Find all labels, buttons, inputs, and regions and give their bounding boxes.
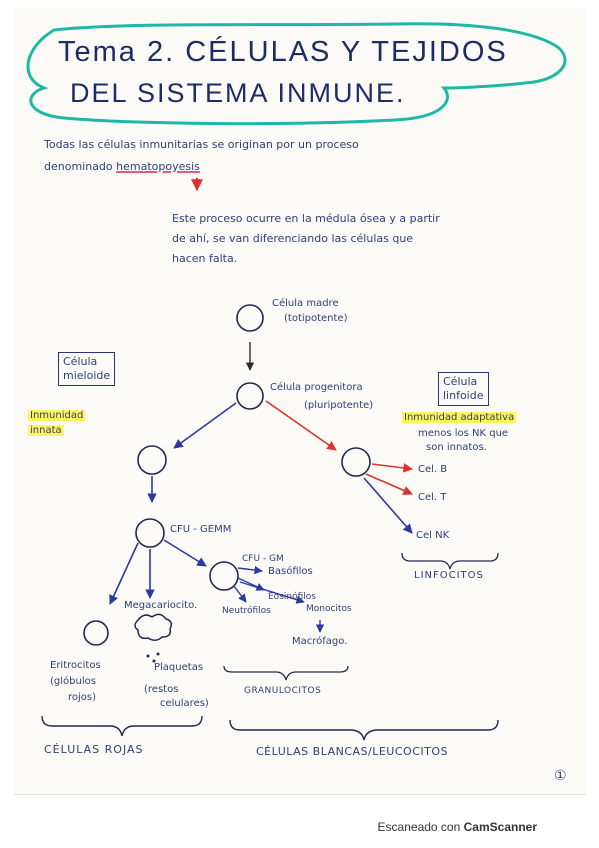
cfu-gemm-circle	[135, 518, 165, 548]
myeloid-cell-circle	[137, 445, 167, 475]
label-celula-madre: Célula madre	[272, 298, 339, 309]
intro-paragraph-2: de ahí, se van diferenciando las células…	[172, 232, 414, 245]
label-totipotente: (totipotente)	[284, 313, 348, 324]
title-cloud-border	[26, 22, 567, 126]
celulas-rojas-brace	[41, 715, 203, 737]
scanner-footer: Escaneado con CamScanner	[378, 820, 537, 834]
intro-paragraph-1: Este proceso ocurre en la médula ósea y …	[172, 212, 440, 225]
intro-line-2: denominado hematopoyesis	[44, 160, 200, 173]
progenitor-cell-circle	[236, 382, 264, 410]
celula-mieloide-box: Célula mieloide	[58, 352, 116, 386]
label-eritrocitos: Eritrocitos	[50, 660, 101, 671]
arrow-to-cel-t	[365, 473, 413, 495]
label-son-innatos: son innatos.	[426, 442, 487, 453]
celulas-blancas-brace	[229, 719, 499, 741]
label-inmunidad-innata: Inmunidad innata	[28, 408, 86, 438]
stem-cell-circle	[236, 304, 264, 332]
label-globulos: (glóbulos	[50, 676, 96, 687]
arrow-to-cel-b	[371, 463, 413, 473]
hematopoiesis-diagram	[41, 178, 499, 741]
hematopoyesis-term: hematopoyesis	[116, 160, 200, 173]
page-number: ①	[554, 768, 567, 784]
celula-linfoide-box: Célula linfoide	[438, 372, 489, 406]
cfu-gm-circle	[209, 561, 239, 591]
inmunidad-adaptativa-text: Inmunidad adaptativa	[402, 412, 517, 423]
inmunidad-innata-line-1: Inmunidad	[28, 410, 86, 421]
arrow-to-basofilos	[237, 565, 263, 575]
label-monocitos: Monocitos	[306, 604, 352, 614]
intro-prefix: denominado	[44, 160, 113, 173]
mieloide-box-line-2: mieloide	[63, 369, 111, 382]
label-cfu-gemm: CFU - GEMM	[170, 524, 232, 535]
footer-prefix: Escaneado con	[377, 820, 461, 834]
label-celulas-blancas: CÉLULAS BLANCAS/LEUCOCITOS	[256, 745, 448, 758]
label-pluripotente: (pluripotente)	[304, 400, 374, 411]
label-celulares: celulares)	[160, 698, 209, 709]
lymphoid-cell-circle	[341, 447, 371, 477]
label-celulas-rojas: CÉLULAS ROJAS	[44, 743, 144, 756]
erythrocyte-circle	[83, 620, 109, 646]
label-restos: (restos	[144, 684, 179, 695]
inmunidad-innata-line-2: innata	[28, 425, 64, 436]
arrow-to-monocitos	[239, 581, 305, 604]
label-granulocitos: GRANULOCITOS	[244, 686, 322, 696]
title-line-1: Tema 2. CÉLULAS Y TEJIDOS	[58, 36, 508, 68]
mieloide-box-line-1: Célula	[63, 355, 98, 368]
label-megacariocito: Megacariocito.	[124, 600, 198, 611]
notebook-page: Tema 2. CÉLULAS Y TEJIDOS DEL SISTEMA IN…	[14, 8, 586, 795]
platelet-dots	[146, 652, 160, 663]
label-cfu-gm: CFU - GM	[242, 554, 284, 564]
label-plaquetas: Plaquetas	[154, 662, 204, 673]
arrow-to-lymphoid	[265, 400, 337, 451]
label-celula-progenitora: Célula progenitora	[270, 382, 363, 393]
linfoide-box-line-2: linfoide	[443, 389, 484, 402]
arrow-to-neutrofilos	[233, 585, 247, 603]
label-macrofago: Macrófago.	[292, 636, 348, 647]
linfocitos-brace	[401, 552, 499, 570]
arrow-to-myeloid	[173, 402, 237, 449]
arrow-to-erythrocyte	[109, 542, 139, 605]
arrow-to-cfu-gm	[163, 539, 207, 567]
label-neutrofilos: Neutrófilos	[222, 606, 271, 616]
label-eosinofilos: Eosinófilos	[268, 592, 316, 602]
title-line-2: DEL SISTEMA INMUNE.	[70, 78, 406, 108]
footer-brand: CamScanner	[463, 820, 537, 834]
megakaryocyte-shape	[134, 613, 173, 641]
label-linfocitos: LINFOCITOS	[414, 570, 484, 581]
label-cel-nk: Cel NK	[416, 530, 450, 541]
label-basofilos: Basófilos	[268, 566, 313, 577]
linfoide-box-line-1: Célula	[443, 375, 478, 388]
label-cel-t: Cel. T	[418, 492, 447, 503]
label-inmunidad-adaptativa: Inmunidad adaptativa	[402, 412, 517, 423]
arrow-to-cel-nk	[363, 477, 413, 534]
label-cel-b: Cel. B	[418, 464, 448, 475]
intro-line-1: Todas las células inmunitarias se origin…	[44, 138, 359, 151]
intro-paragraph-3: hacen falta.	[172, 252, 238, 265]
label-menos-nk: menos los NK que	[418, 428, 509, 439]
label-rojos: rojos)	[68, 692, 97, 703]
granulocitos-brace	[223, 665, 349, 681]
